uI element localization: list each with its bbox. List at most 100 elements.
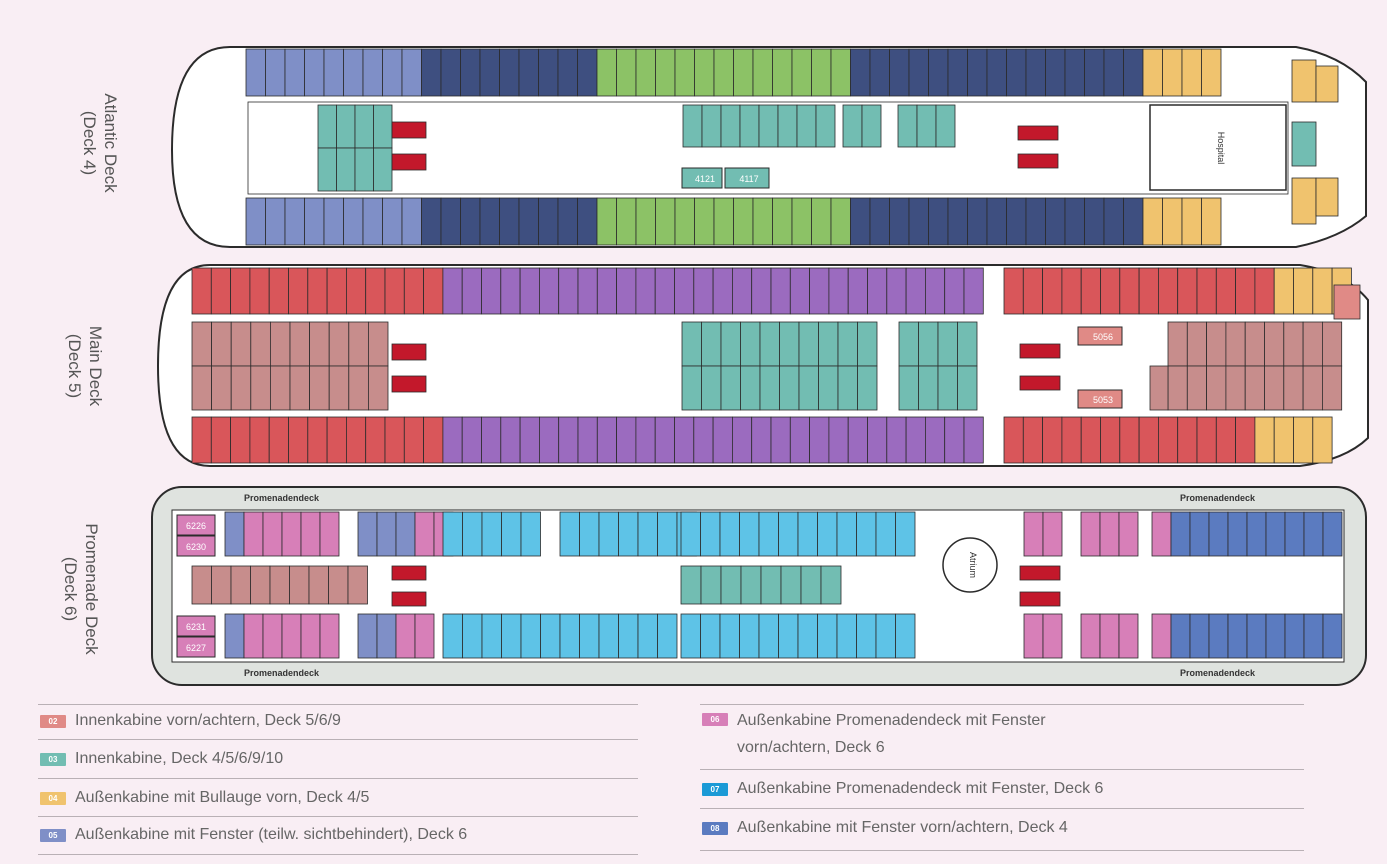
cabin (1080, 416, 1101, 464)
cabin (403, 416, 424, 464)
cabin (905, 267, 926, 315)
legend-text-02: Innenkabine vorn/achtern, Deck 5/6/9 (75, 712, 341, 729)
cabin (1123, 48, 1144, 97)
cabin (354, 104, 374, 149)
deck-number: (Deck 4) (80, 110, 99, 176)
cabin (230, 267, 251, 315)
cabin (1244, 321, 1265, 367)
cabin (598, 511, 619, 557)
cabin (850, 48, 871, 97)
cabin (701, 104, 722, 148)
cabin (249, 267, 270, 315)
deck6-inner-area (191, 565, 1061, 607)
cabin (1206, 365, 1227, 411)
main-deck-plan: 5056 5053 (156, 264, 1369, 467)
cabin (867, 267, 888, 315)
cabin (265, 197, 286, 246)
cabin (230, 321, 252, 367)
cabin (1293, 416, 1314, 464)
cabin (680, 565, 702, 605)
cabin (1042, 267, 1063, 315)
cabin (847, 416, 868, 464)
cabin (850, 197, 871, 246)
cabin (772, 197, 793, 246)
cabin (1201, 48, 1222, 97)
cabin (693, 416, 714, 464)
cabin (243, 511, 264, 557)
cabin (1265, 511, 1286, 557)
cabin (481, 511, 502, 557)
cabin (759, 321, 780, 367)
cabin (796, 104, 817, 148)
cabin (1303, 613, 1324, 659)
cabin (680, 511, 701, 557)
cabin (779, 365, 800, 411)
cabin (304, 197, 325, 246)
cabin (442, 613, 463, 659)
cabin (367, 321, 389, 367)
cabin (288, 416, 309, 464)
cabin (947, 197, 968, 246)
cabin-6226 (176, 514, 216, 536)
cabin (908, 197, 929, 246)
cabin (654, 416, 675, 464)
legend-item-06: 06 Außenkabine Promenadendeck mit Fenste… (702, 707, 1046, 761)
deck6-top-cabin-row (224, 511, 1343, 557)
cabin (1167, 321, 1188, 367)
cabin (1208, 613, 1229, 659)
cabin (815, 104, 836, 148)
cabin (1099, 613, 1120, 659)
cabin (1080, 267, 1101, 315)
cabin (1333, 284, 1361, 320)
cabin (1254, 267, 1275, 315)
cabin (886, 416, 907, 464)
cabin (674, 48, 695, 97)
cabin (1315, 177, 1339, 217)
cabin (818, 321, 839, 367)
cabin (1158, 416, 1179, 464)
cabin (1181, 197, 1202, 246)
cabin (479, 48, 500, 97)
cabin (1196, 416, 1217, 464)
cabin (701, 321, 722, 367)
staircase (391, 565, 427, 581)
cabin (1264, 321, 1285, 367)
cabin (780, 565, 802, 605)
cabin (309, 365, 330, 411)
promenade-label-aft-top: Promenadendeck (244, 493, 320, 503)
cabin (694, 197, 715, 246)
cabin (211, 321, 232, 367)
cabin-5053 (1077, 389, 1123, 409)
cabin (857, 321, 878, 367)
cabin (1315, 65, 1339, 103)
cabin (1303, 511, 1324, 557)
cabin (791, 48, 812, 97)
hospital-label: Hospital (1216, 132, 1226, 165)
cabin (401, 197, 422, 246)
cabin (250, 365, 271, 411)
cabin (1064, 48, 1085, 97)
cabin (1042, 511, 1063, 557)
cabin (598, 613, 619, 659)
cabin (791, 197, 812, 246)
deck5-top-cabin-row (191, 267, 1352, 315)
cabin (499, 48, 520, 97)
cabin (1283, 365, 1304, 411)
cabin (957, 365, 978, 411)
cabin (1312, 416, 1333, 464)
cabin (538, 197, 559, 246)
cabin (657, 511, 678, 557)
cabin (720, 321, 741, 367)
cabin (304, 48, 325, 97)
deck-label-atlantic: Atlantic Deck (Deck 4) (79, 53, 121, 233)
cabin (681, 365, 702, 411)
cabin (343, 48, 364, 97)
cabin (262, 511, 283, 557)
cabin (928, 197, 949, 246)
cabin (1189, 511, 1210, 557)
cabin (700, 511, 721, 557)
cabin (908, 48, 929, 97)
cabin (317, 104, 337, 149)
cabin (758, 511, 779, 557)
cabin (348, 321, 369, 367)
